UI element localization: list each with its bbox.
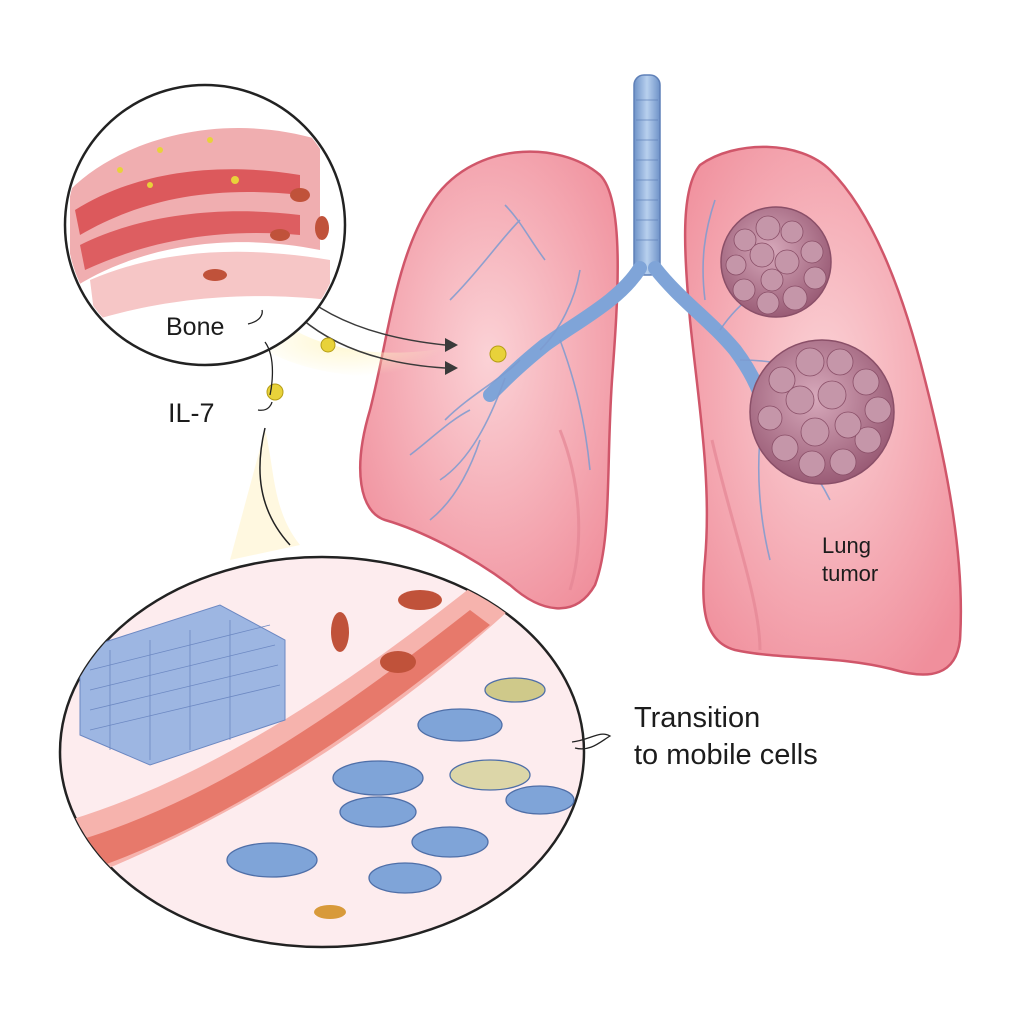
il7-leader — [264, 341, 274, 396]
lung-tumor-lower — [749, 339, 895, 485]
il7-label: IL-7 — [168, 398, 215, 428]
lung-tumor-label-line1: Lung — [822, 533, 871, 558]
transition-label-line2: to mobile cells — [634, 739, 818, 771]
bone-label: Bone — [166, 313, 225, 341]
bone-inset — [63, 83, 347, 367]
lung-tumor-label: Lung tumor — [822, 532, 878, 588]
transition-label: Transition to mobile cells — [634, 700, 818, 774]
cell-inset — [58, 427, 612, 949]
il7-hook — [257, 401, 273, 411]
lung-tumor-upper — [720, 206, 832, 318]
transition-label-line1: Transition — [634, 702, 761, 734]
lung-tumor-label-line2: tumor — [822, 561, 879, 586]
left-lung — [359, 150, 619, 610]
